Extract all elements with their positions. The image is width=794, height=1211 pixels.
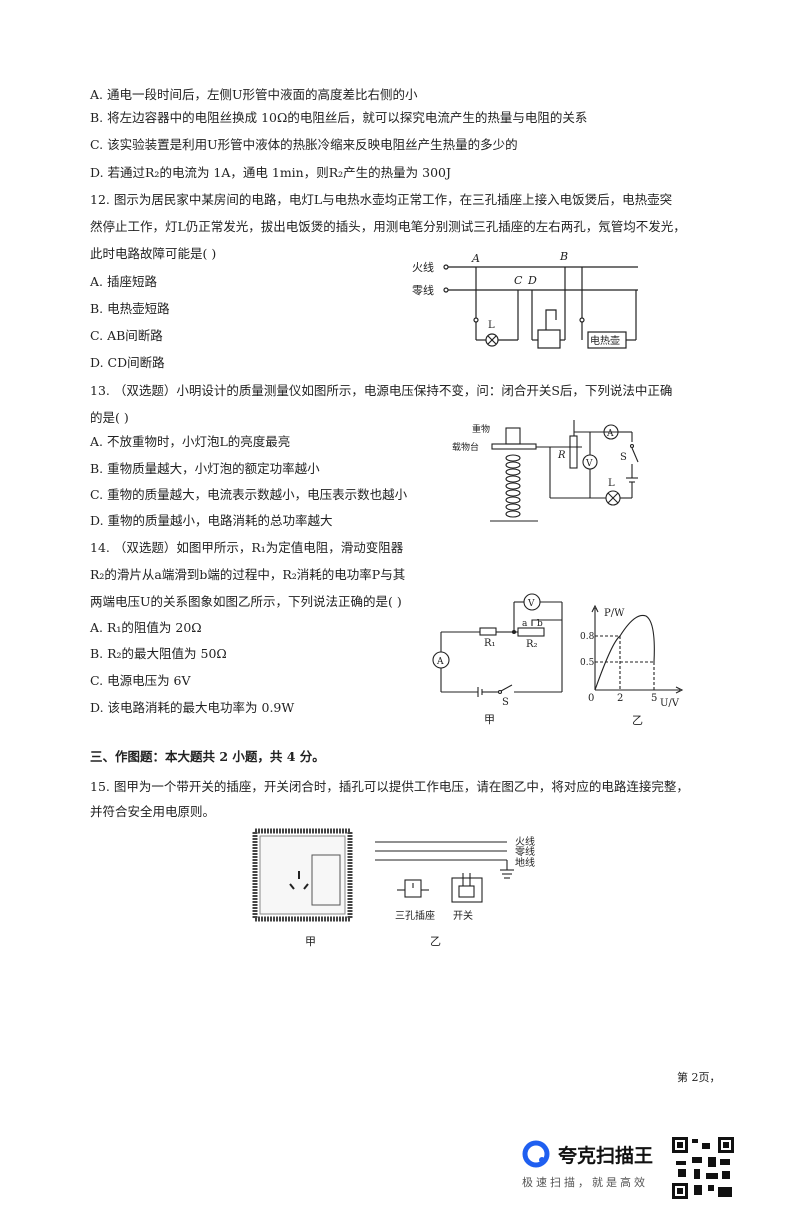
ammeter-label: A <box>436 657 444 667</box>
power-curve <box>594 614 655 691</box>
switch-label: 开关 <box>453 909 473 922</box>
q12-stem-3: 此时电路故障可能是( ) <box>90 246 217 261</box>
q12-option-d: D. CD间断路 <box>90 355 165 370</box>
q13-stem-1: 13. （双选题）小明设计的质量测量仪如图所示，电源电压保持不变，问：闭合开关S… <box>90 383 673 398</box>
x-tick-5: 5 <box>651 693 657 704</box>
lamp-label: L <box>488 320 495 331</box>
q14-figure-yi-chart: P/W U/V 0 0.8 0.5 2 5 乙 <box>580 604 684 727</box>
point-d-label: D <box>527 274 537 287</box>
q12-option-a: A. 插座短路 <box>90 274 157 289</box>
q14-figure-jia: V A R₁ R₂ a b S 甲 <box>432 593 563 726</box>
resistor-r-label: R <box>557 450 566 461</box>
watermark-brand: 夸克扫描王 <box>558 1144 654 1167</box>
end-b-label: b <box>537 619 543 629</box>
q14-option-d: D. 该电路消耗的最大电功率为 0.9W <box>90 700 295 715</box>
lamp-l-label: L <box>608 478 615 489</box>
end-a-label: a <box>522 619 528 629</box>
q13-option-b: B. 重物质量越大，小灯泡的额定功率越小 <box>90 461 320 476</box>
q11-option-d: D. 若通过R₂的电流为 1A，通电 1min，则R₂产生的热量为 300J <box>90 165 451 180</box>
page-number: 第 2页， <box>677 1071 721 1084</box>
r2-label: R₂ <box>526 639 538 650</box>
weight-label: 重物 <box>472 423 490 435</box>
watermark-slogan: 极速扫描，就是高效 <box>522 1176 648 1189</box>
q11-option-c: C. 该实验装置是利用U形管中液体的热胀冷缩来反映电阻丝产生热量的多少的 <box>90 137 518 152</box>
switch-s-label: S <box>502 697 509 708</box>
q14-option-c: C. 电源电压为 6V <box>90 673 191 688</box>
q14-stem-3: 两端电压U的关系图象如图乙所示，下列说法正确的是( ) <box>90 594 402 609</box>
y-axis-arrow <box>591 604 599 613</box>
q13-stem-2: 的是( ) <box>90 410 129 425</box>
q13-option-c: C. 重物的质量越大，电流表示数越小，电压表示数也越小 <box>90 487 408 502</box>
switch-symbol <box>451 877 483 903</box>
y-axis-label: P/W <box>604 608 625 619</box>
ground-wire-label: 地线 <box>515 856 535 869</box>
caption-yi: 乙 <box>430 935 441 948</box>
caption-yi: 乙 <box>632 714 643 727</box>
q15-stem-2: 并符合安全用电原则。 <box>90 804 216 819</box>
q13-option-a: A. 不放重物时，小灯泡L的亮度最亮 <box>90 434 291 449</box>
q14-stem-2: R₂的滑片从a端滑到b端的过程中，R₂消耗的电功率P与其 <box>90 567 406 582</box>
q12-circuit-figure: 火线 零线 A B C D L 电热壶 <box>412 250 638 349</box>
point-b-label: B <box>559 250 568 263</box>
q14-option-b: B. R₂的最大阻值为 50Ω <box>90 646 227 661</box>
voltmeter-label: V <box>585 459 593 469</box>
q14-stem-1: 14. （双选题）如图甲所示，R₁为定值电阻，滑动变阻器 <box>90 540 404 555</box>
r1-label: R₁ <box>484 638 496 649</box>
q12-option-c: C. AB间断路 <box>90 328 163 343</box>
qr-code-icon <box>672 1137 734 1199</box>
q12-stem-1: 12. 图示为居民家中某房间的电路，电灯L与电热水壶均正常工作，在三孔插座上接入… <box>90 192 673 207</box>
q12-stem-2: 然停止工作，灯L仍正常发光，拔出电饭煲的插头，用测电笔分别测试三孔插座的左右两孔… <box>90 219 686 234</box>
socket-label: 三孔插座 <box>395 909 435 922</box>
voltmeter-label: V <box>527 599 535 609</box>
q15-socket-photo: 甲 <box>252 828 353 948</box>
y-tick-0.8: 0.8 <box>580 632 595 642</box>
switch-s-label: S <box>620 452 627 463</box>
q11-option-b: B. 将左边容器中的电阻丝换成 10Ω的电阻丝后，就可以探究电流产生的热量与电阻… <box>90 110 588 125</box>
x-axis-arrow <box>675 686 684 694</box>
platform-label: 载物台 <box>452 441 479 453</box>
live-wire-label: 火线 <box>515 835 535 848</box>
caption-jia: 甲 <box>484 713 495 726</box>
q14-option-a: A. R₁的阻值为 20Ω <box>90 620 202 635</box>
watermark: 夸克扫描王 极速扫描，就是高效 <box>522 1140 653 1190</box>
x-tick-2: 2 <box>617 693 623 704</box>
q11-option-a: A. 通电一段时间后，左侧U形管中液面的高度差比右侧的小 <box>90 87 418 102</box>
point-c-label: C <box>514 274 523 287</box>
q15-wiring-figure: 火线 零线 地线 三孔插座 开关 乙 <box>375 835 535 948</box>
ammeter-label: A <box>606 429 614 439</box>
q13-mass-meter-figure: 重物 载物台 R V A S L <box>452 420 639 522</box>
x-axis-label: U/V <box>660 698 680 709</box>
point-a-label: A <box>471 252 480 265</box>
neutral-wire-label: 零线 <box>515 845 535 858</box>
y-tick-0.5: 0.5 <box>580 658 595 668</box>
caption-jia: 甲 <box>305 935 316 948</box>
q13-option-d: D. 重物的质量越小，电路消耗的总功率越大 <box>90 513 333 528</box>
quark-logo-icon <box>522 1140 550 1168</box>
live-wire-label: 火线 <box>412 260 434 274</box>
origin-label: 0 <box>588 693 594 704</box>
neutral-wire-label: 零线 <box>412 283 434 297</box>
section-3-title: 三、作图题：本大题共 2 小题，共 4 分。 <box>90 749 325 764</box>
kettle-label: 电热壶 <box>590 334 620 347</box>
q15-stem-1: 15. 图甲为一个带开关的插座，开关闭合时，插孔可以提供工作电压，请在图乙中，将… <box>90 779 689 794</box>
q12-option-b: B. 电热壶短路 <box>90 301 170 316</box>
socket-symbol <box>404 879 422 898</box>
